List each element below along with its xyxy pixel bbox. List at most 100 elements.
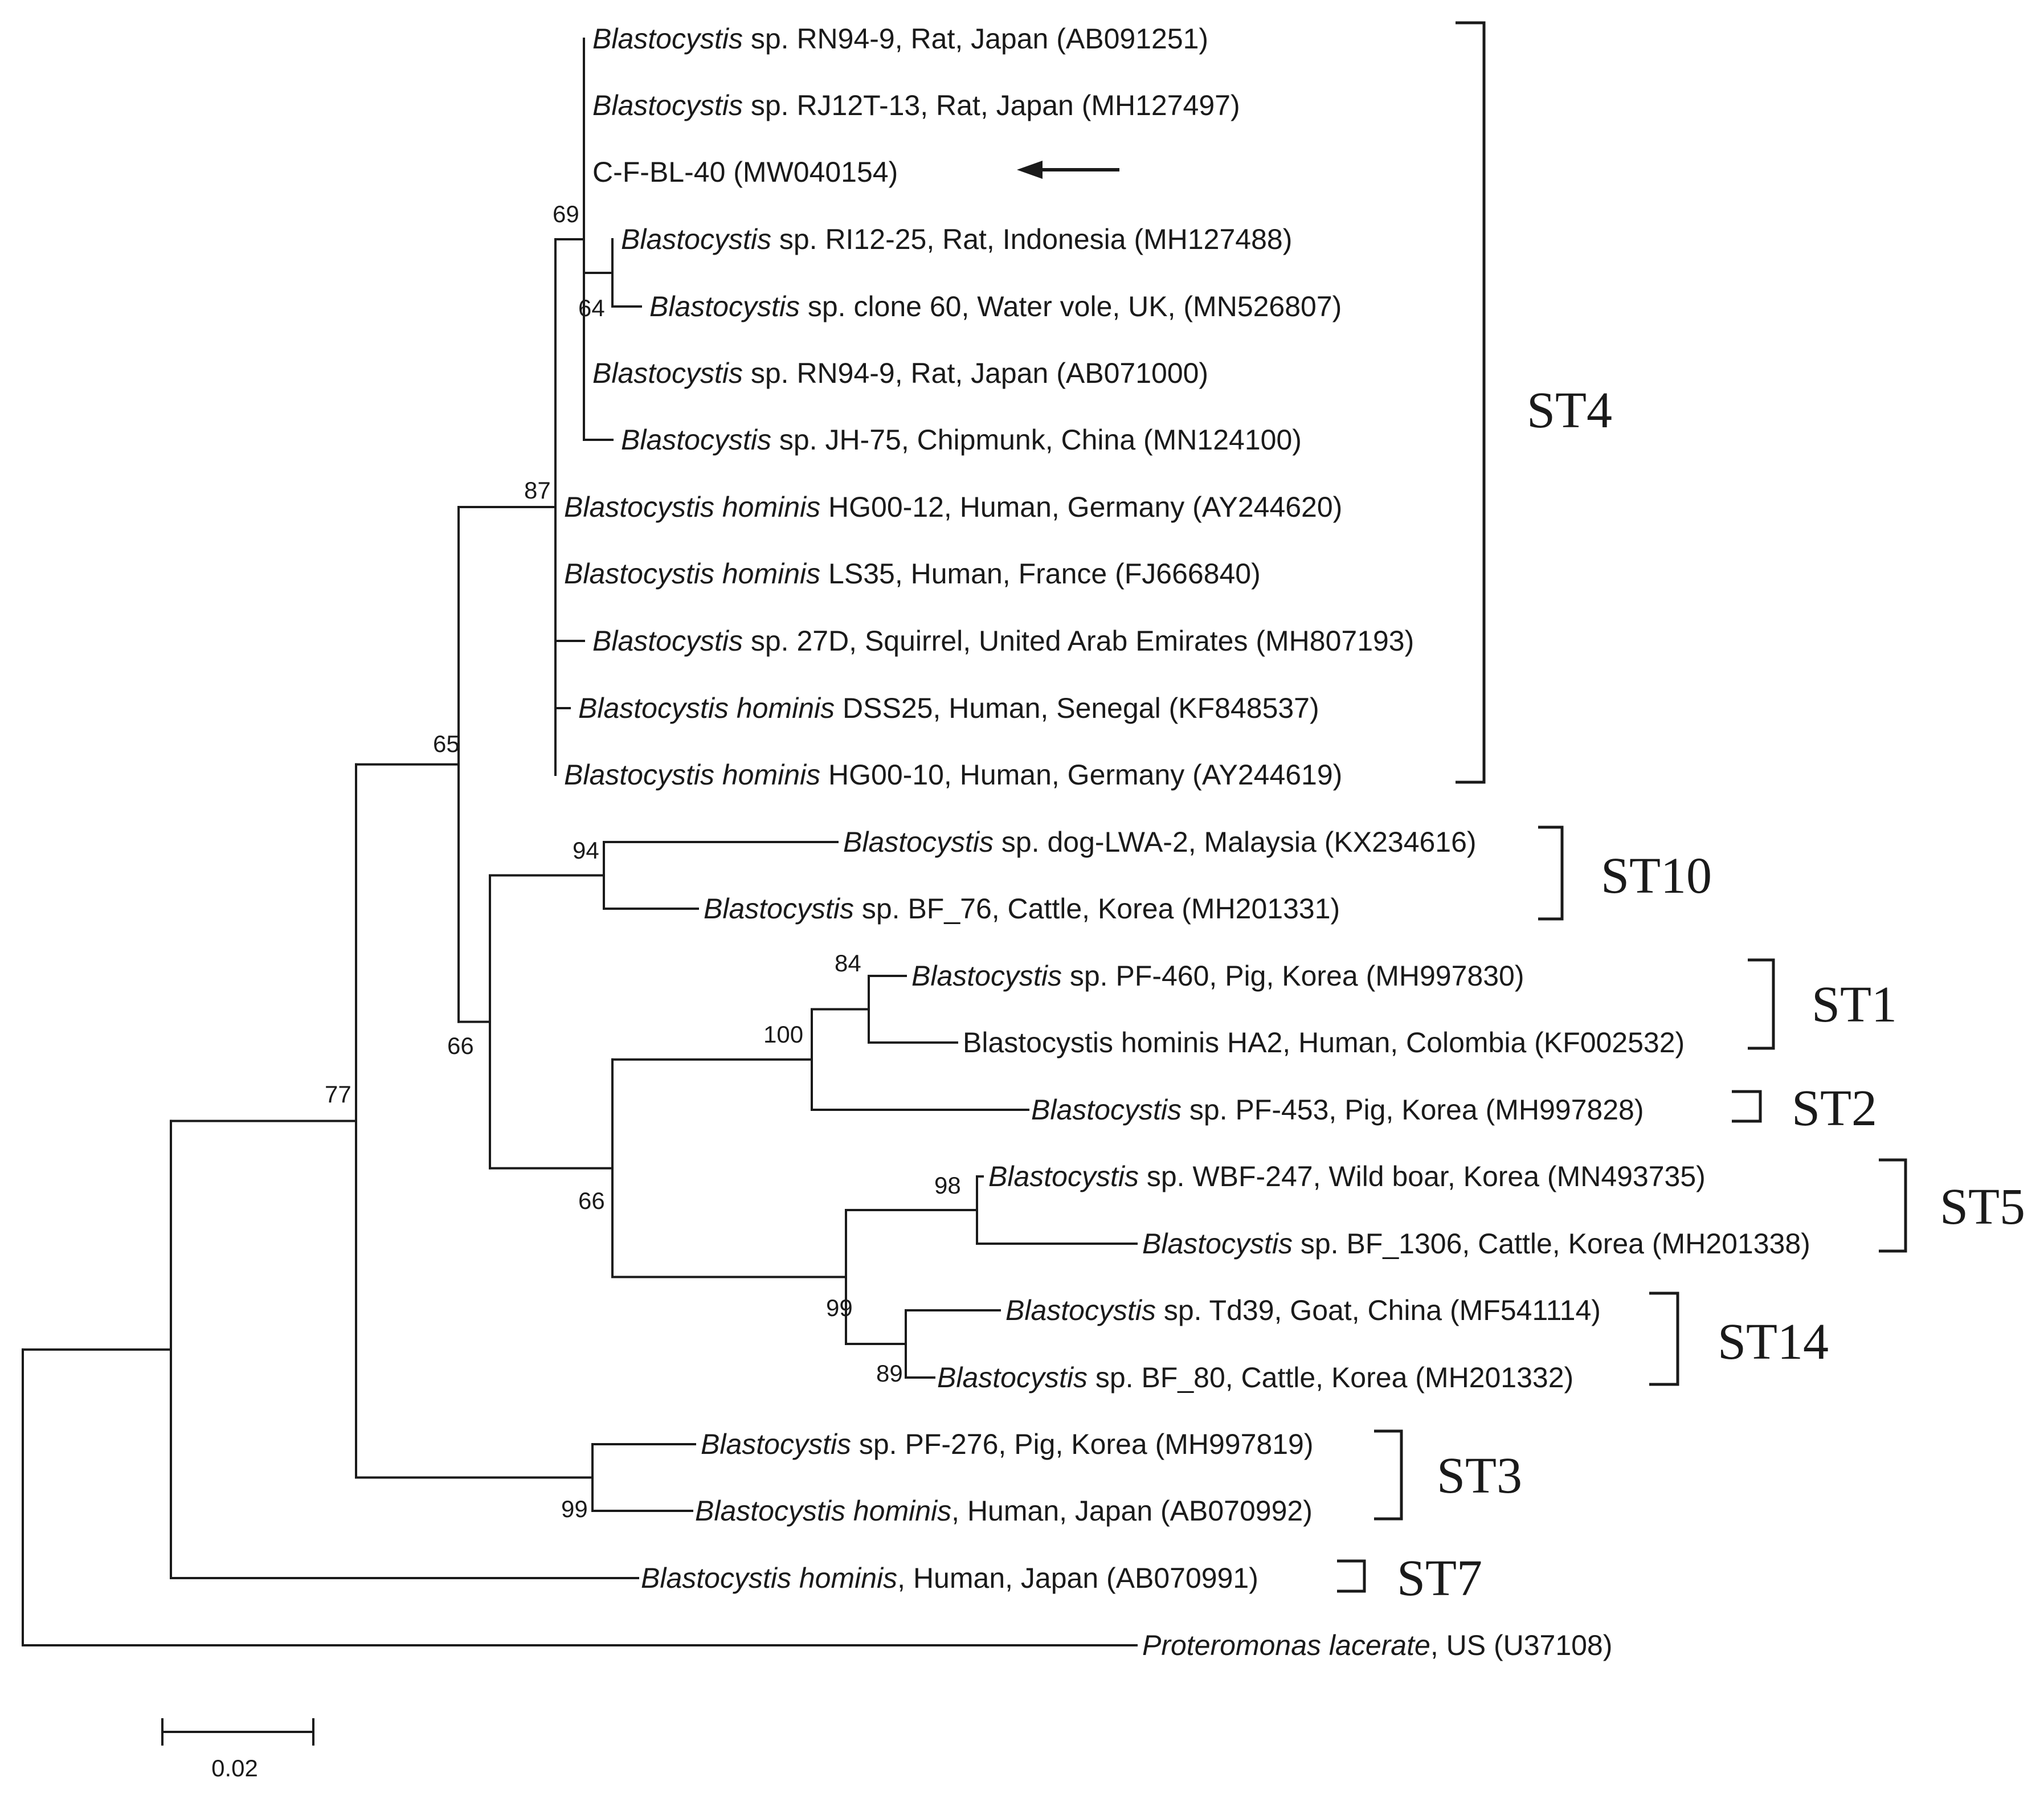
clade-label-st10: ST10 xyxy=(1601,848,1712,904)
clade-label-st3: ST3 xyxy=(1437,1448,1522,1504)
clade-label-st2: ST2 xyxy=(1792,1080,1877,1137)
subtype-labels: ST4 ST10 ST1 ST2 ST5 ST14 ST3 ST7 xyxy=(1397,382,2025,1607)
leaf-label-mf541114: Blastocystis sp. Td39, Goat, China (MF54… xyxy=(1005,1294,1601,1326)
leaf-label-fj666840: Blastocystis hominis LS35, Human, France… xyxy=(564,558,1261,590)
bootstrap-value-ingroup: 77 xyxy=(325,1081,351,1108)
bracket-st5 xyxy=(1879,1158,1907,1253)
leaf-label-u37108: Proteromonas lacerate, US (U37108) xyxy=(1142,1629,1612,1661)
leaf-label-mh997830: Blastocystis sp. PF-460, Pig, Korea (MH9… xyxy=(911,960,1524,992)
scale-bar: 0.02 xyxy=(161,1718,314,1781)
leaf-label-mn526807: Blastocystis sp. clone 60, Water vole, U… xyxy=(649,291,1342,322)
bootstrap-value-st1-st2: 100 xyxy=(763,1021,803,1048)
leaf-strain-details: Blastocystis hominis HA2, Human, Colombi… xyxy=(963,1027,1685,1059)
bracket-st7 xyxy=(1337,1559,1366,1593)
clade-label-st1: ST1 xyxy=(1812,976,1897,1033)
bootstrap-value-st4: 87 xyxy=(524,477,551,504)
study-isolate-arrow xyxy=(1017,161,1119,179)
clade-label-st4: ST4 xyxy=(1527,382,1612,439)
scale-bar-label: 0.02 xyxy=(211,1755,258,1781)
bootstrap-value-st5-st14: 99 xyxy=(826,1294,853,1321)
subtype-brackets xyxy=(1337,21,1907,1593)
bootstrap-value-st1-st2-st5-st14: 66 xyxy=(578,1187,605,1214)
leaf-taxon-name: Blastocystis xyxy=(843,826,994,858)
leaf-taxon-name: Blastocystis xyxy=(1142,1228,1293,1260)
leaf-strain-details: sp. JH-75, Chipmunk, China (MN124100) xyxy=(771,424,1302,456)
leaf-strain-details: sp. clone 60, Water vole, UK, (MN526807) xyxy=(800,291,1342,322)
leaf-strain-details: , US (U37108) xyxy=(1430,1629,1613,1661)
clade-label-st5: ST5 xyxy=(1940,1179,2025,1235)
leaf-label-mh807193: Blastocystis sp. 27D, Squirrel, United A… xyxy=(592,625,1414,657)
bootstrap-value-st1: 84 xyxy=(835,950,861,976)
leaf-label-ay244620: Blastocystis hominis HG00-12, Human, Ger… xyxy=(564,491,1342,523)
bootstrap-value-st10-vs-rest: 66 xyxy=(447,1032,474,1059)
leaf-taxon-name: Blastocystis xyxy=(621,223,771,255)
leaf-strain-details: DSS25, Human, Senegal (KF848537) xyxy=(835,692,1319,724)
leaf-taxon-name: Blastocystis xyxy=(704,893,854,925)
bootstrap-value-st3: 99 xyxy=(561,1495,588,1522)
bracket-st14 xyxy=(1649,1292,1679,1386)
leaf-label-kf002532: Blastocystis hominis HA2, Human, Colombi… xyxy=(963,1027,1685,1059)
leaf-strain-details: sp. PF-453, Pig, Korea (MH997828) xyxy=(1182,1094,1644,1126)
leaf-taxon-name: Blastocystis xyxy=(649,291,800,322)
bracket-st4 xyxy=(1456,21,1486,784)
leaf-taxon-name: Blastocystis hominis xyxy=(564,558,820,590)
leaf-label-mw040154: C-F-BL-40 (MW040154) xyxy=(592,156,898,188)
leaf-strain-details: sp. BF_76, Cattle, Korea (MH201331) xyxy=(854,893,1340,925)
bootstrap-value-st4-st10-etc: 65 xyxy=(433,730,460,757)
leaf-strain-details: sp. dog-LWA-2, Malaysia (KX234616) xyxy=(994,826,1477,858)
leaf-label-mn493735: Blastocystis sp. WBF-247, Wild boar, Kor… xyxy=(988,1160,1706,1192)
leaf-taxon-name: Blastocystis xyxy=(937,1362,1088,1393)
leaf-label-kf848537: Blastocystis hominis DSS25, Human, Seneg… xyxy=(578,692,1319,724)
clade-label-st7: ST7 xyxy=(1397,1550,1482,1607)
leaf-strain-details: LS35, Human, France (FJ666840) xyxy=(820,558,1261,590)
leaf-label-mh201331: Blastocystis sp. BF_76, Cattle, Korea (M… xyxy=(704,893,1340,925)
bootstrap-value-st5: 98 xyxy=(934,1172,961,1199)
leaf-taxon-name: Blastocystis hominis xyxy=(578,692,835,724)
bootstrap-value-rat-indonesia-vole: 64 xyxy=(578,295,605,321)
leaf-taxon-name: Blastocystis hominis xyxy=(564,491,820,523)
leaf-label-mh127488: Blastocystis sp. RI12-25, Rat, Indonesia… xyxy=(621,223,1292,255)
leaf-taxon-name: Blastocystis xyxy=(911,960,1062,992)
leaf-taxon-name: Blastocystis xyxy=(592,89,743,121)
leaf-labels: Blastocystis sp. RN94-9, Rat, Japan (AB0… xyxy=(564,23,1810,1661)
leaf-label-mh127497: Blastocystis sp. RJ12T-13, Rat, Japan (M… xyxy=(592,89,1240,121)
leaf-label-kx234616: Blastocystis sp. dog-LWA-2, Malaysia (KX… xyxy=(843,826,1477,858)
tree-branches xyxy=(22,38,1138,1646)
leaf-strain-details: sp. BF_80, Cattle, Korea (MH201332) xyxy=(1088,1362,1573,1393)
leaf-taxon-name: Blastocystis xyxy=(592,23,743,55)
leaf-taxon-name: Blastocystis xyxy=(988,1160,1139,1192)
leaf-label-ab091251: Blastocystis sp. RN94-9, Rat, Japan (AB0… xyxy=(592,23,1208,55)
leaf-strain-details: , Human, Japan (AB070992) xyxy=(951,1495,1313,1527)
leaf-label-ab071000: Blastocystis sp. RN94-9, Rat, Japan (AB0… xyxy=(592,357,1208,389)
leaf-taxon-name: Blastocystis hominis xyxy=(695,1495,951,1527)
leaf-label-mh997819: Blastocystis sp. PF-276, Pig, Korea (MH9… xyxy=(701,1428,1313,1460)
leaf-strain-details: sp. RI12-25, Rat, Indonesia (MH127488) xyxy=(771,223,1292,255)
leaf-strain-details: sp. PF-460, Pig, Korea (MH997830) xyxy=(1062,960,1524,992)
leaf-taxon-name: Blastocystis xyxy=(592,357,743,389)
leaf-taxon-name: Blastocystis xyxy=(621,424,771,456)
bracket-st1 xyxy=(1748,958,1775,1050)
leaf-strain-details: sp. PF-276, Pig, Korea (MH997819) xyxy=(851,1428,1314,1460)
leaf-label-mh997828: Blastocystis sp. PF-453, Pig, Korea (MH9… xyxy=(1031,1094,1644,1126)
leaf-strain-details: sp. 27D, Squirrel, United Arab Emirates … xyxy=(743,625,1414,657)
leaf-taxon-name: Blastocystis hominis xyxy=(564,759,820,791)
leaf-label-ab070991: Blastocystis hominis, Human, Japan (AB07… xyxy=(641,1562,1258,1594)
leaf-taxon-name: Blastocystis xyxy=(592,625,743,657)
bootstrap-value-st10: 94 xyxy=(573,837,599,864)
bracket-st2 xyxy=(1732,1090,1762,1123)
leaf-strain-details: HG00-10, Human, Germany (AY244619) xyxy=(820,759,1342,791)
bracket-st3 xyxy=(1374,1429,1403,1521)
leaf-taxon-name: Blastocystis xyxy=(701,1428,851,1460)
leaf-strain-details: sp. RN94-9, Rat, Japan (AB091251) xyxy=(743,23,1208,55)
leaf-strain-details: C-F-BL-40 (MW040154) xyxy=(592,156,898,188)
leaf-taxon-name: Proteromonas lacerate xyxy=(1142,1629,1430,1661)
clade-label-st14: ST14 xyxy=(1718,1314,1829,1370)
leaf-taxon-name: Blastocystis xyxy=(1005,1294,1156,1326)
leaf-strain-details: sp. WBF-247, Wild boar, Korea (MN493735) xyxy=(1139,1160,1706,1192)
leaf-strain-details: , Human, Japan (AB070991) xyxy=(897,1562,1258,1594)
bracket-st10 xyxy=(1538,826,1564,921)
leaf-strain-details: sp. RJ12T-13, Rat, Japan (MH127497) xyxy=(743,89,1240,121)
bootstrap-value-st4-inner: 69 xyxy=(553,201,579,227)
